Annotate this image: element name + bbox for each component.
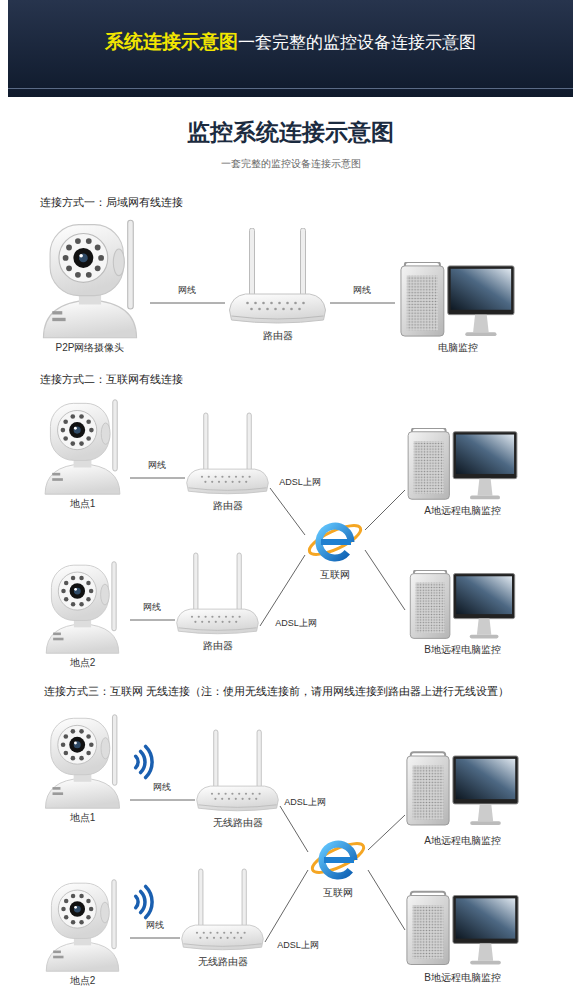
- section-heading: 连接方式一：局域网有线连接: [40, 195, 183, 209]
- device-label: A地远程电脑监控: [424, 834, 501, 847]
- monitor-computer: B地远程电脑监控: [405, 890, 520, 984]
- pc-icon: [405, 890, 520, 970]
- device-label: 路由器: [203, 639, 233, 652]
- device-label: 地点2: [70, 974, 96, 987]
- network-cable: [150, 303, 225, 304]
- device-label: A地远程电脑监控: [424, 504, 501, 517]
- ie-icon: [305, 515, 365, 567]
- banner-title: 系统连接示意图: [105, 30, 238, 55]
- network-cable: [270, 488, 305, 535]
- cable-label: 网线: [351, 285, 373, 297]
- network-cable: [280, 806, 308, 852]
- cable-label: 网线: [144, 920, 166, 932]
- router-icon: [195, 718, 280, 815]
- network-camera: 地点2: [35, 560, 130, 669]
- cable-label: 网线: [141, 602, 163, 614]
- camera-icon: [35, 560, 130, 655]
- pc-icon: [405, 428, 520, 503]
- network-cable: [330, 303, 395, 304]
- internet-cloud: 互联网: [308, 833, 368, 899]
- router-device: 路由器: [185, 403, 270, 512]
- router-icon: [175, 543, 260, 638]
- network-cable: [130, 478, 185, 479]
- subtitle: 一套完整的监控设备连接示意图: [221, 157, 361, 170]
- device-label: P2P网络摄像头: [56, 341, 125, 354]
- router-device: 路由器: [225, 228, 330, 342]
- cable-label: ADSL上网: [282, 797, 328, 809]
- cable-label: 网线: [151, 782, 173, 794]
- pc-icon: [395, 262, 520, 340]
- network-cable: [365, 490, 405, 530]
- router-icon: [180, 862, 265, 954]
- diagram-title: 监控系统连接示意图: [187, 118, 394, 148]
- network-cable: [130, 620, 175, 621]
- network-cable: [130, 938, 180, 939]
- cable-label: 网线: [146, 460, 168, 472]
- network-cable: [365, 550, 405, 610]
- monitor-computer: A地远程电脑监控: [405, 428, 520, 517]
- header-banner: [8, 0, 573, 97]
- wifi-waves: [136, 746, 152, 777]
- device-label: 路由器: [263, 329, 293, 342]
- monitor-computer: 电脑监控: [395, 262, 520, 354]
- cable-label: 网线: [176, 285, 198, 297]
- cable-label: ADSL上网: [277, 477, 323, 489]
- section-heading: 连接方式二：互联网有线连接: [40, 372, 183, 386]
- network-cable: [368, 870, 405, 930]
- wifi-waves: [136, 886, 152, 917]
- router-device: 无线路由器: [180, 862, 265, 968]
- device-label: 地点2: [70, 656, 96, 669]
- network-camera: 地点1: [35, 398, 130, 510]
- banner-subtitle: 一套完整的监控设备连接示意图: [238, 32, 476, 54]
- network-cable: [130, 800, 195, 801]
- camera-icon: [35, 878, 130, 973]
- camera-icon: [35, 713, 130, 810]
- device-label: 地点1: [70, 497, 96, 510]
- ie-icon: [308, 833, 368, 885]
- device-label: 无线路由器: [198, 955, 248, 968]
- cable-label: ADSL上网: [275, 940, 321, 952]
- device-label: 无线路由器: [213, 816, 263, 829]
- pc-icon: [405, 748, 520, 833]
- router-device: 路由器: [175, 543, 260, 652]
- network-camera: P2P网络摄像头: [30, 218, 150, 354]
- section-heading: 连接方式三：互联网 无线连接（注：使用无线连接前，请用网线连接到路由器上进行无线…: [44, 684, 509, 698]
- device-label: B地远程电脑监控: [424, 971, 501, 984]
- monitor-computer: B地远程电脑监控: [405, 570, 520, 656]
- internet-cloud: 互联网: [305, 515, 365, 581]
- network-cable: [265, 870, 308, 942]
- router-icon: [185, 403, 270, 498]
- router-device: 无线路由器: [195, 718, 280, 829]
- monitor-computer: A地远程电脑监控: [405, 748, 520, 847]
- camera-icon: [35, 398, 130, 496]
- device-label: 电脑监控: [438, 341, 478, 354]
- cable-label: ADSL上网: [273, 618, 319, 630]
- router-icon: [225, 228, 330, 328]
- device-label: B地远程电脑监控: [424, 643, 501, 656]
- banner-rule: [8, 88, 573, 89]
- pc-icon: [405, 570, 520, 642]
- device-label: 互联网: [320, 568, 350, 581]
- device-label: 路由器: [213, 499, 243, 512]
- network-cable: [260, 555, 305, 626]
- network-cable: [368, 815, 405, 850]
- network-camera: 地点1: [35, 713, 130, 824]
- device-label: 互联网: [323, 886, 353, 899]
- device-label: 地点1: [70, 811, 96, 824]
- network-camera: 地点2: [35, 878, 130, 987]
- camera-icon: [30, 218, 150, 340]
